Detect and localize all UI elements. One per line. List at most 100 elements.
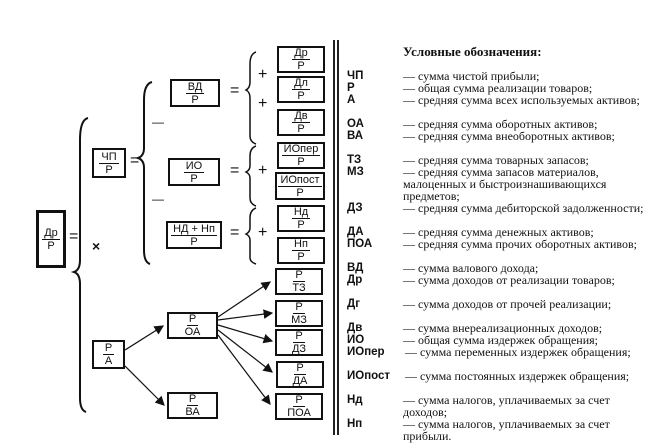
legend-desc: — общая сумма издержек обращения;: [403, 333, 598, 347]
multiply-sign: ×: [92, 238, 101, 254]
part-num: Р: [293, 269, 305, 282]
legend-title: Условные обозначения:: [403, 44, 542, 59]
part-den: ПОА: [287, 407, 311, 419]
legend-abbr: А: [347, 94, 356, 106]
ra-num: Р: [102, 342, 115, 355]
legend-desc: — средняя сумма внеоборотных активов;: [403, 129, 615, 143]
roa-den: ОА: [184, 326, 201, 338]
part-num: Дв: [292, 110, 310, 123]
cp-equals: =: [130, 152, 140, 169]
legend-desc: — средняя сумма всех используемых активо…: [403, 93, 640, 107]
part-den: Р: [297, 251, 305, 263]
part-den: ТЗ: [292, 282, 306, 294]
net-profit-ratio-box: ЧП Р: [92, 148, 126, 178]
legend-desc: — сумма валового дохода;: [403, 261, 539, 275]
legend-abbr: Др: [347, 274, 363, 286]
part-num: Др: [292, 47, 310, 60]
legend-abbr: Дв: [347, 322, 363, 334]
legend-desc: — сумма доходов от прочей реализации;: [403, 297, 612, 311]
legend-desc: — сумма внереализационных доходов;: [403, 321, 603, 335]
legend-desc: — средняя сумма оборотных активов;: [403, 117, 598, 131]
vd-part-box: Дв Р: [277, 109, 325, 136]
legend-desc: — средняя сумма товарных запасов;: [403, 153, 589, 167]
arrow-roa-poa: [217, 334, 271, 405]
plus-vd-1: +: [258, 66, 268, 83]
legend-desc: — средняя сумма запасов материалов, мало…: [403, 165, 607, 203]
assets-turnover-box: Р А: [92, 340, 125, 369]
part-den: Р: [296, 186, 304, 199]
legend-desc: — сумма переменных издержек обращения;: [405, 345, 631, 359]
legend-abbr: ДЗ: [347, 202, 363, 214]
io-den: Р: [190, 172, 198, 185]
legend-separator-right: [337, 40, 339, 435]
oa-part-box: Р МЗ: [275, 300, 323, 327]
arrow-roa-dz: [217, 324, 274, 344]
tax-num: НД + Нп: [171, 222, 217, 236]
legend-abbr: Р: [347, 82, 355, 94]
gross-income-ratio-box: ВД Р: [170, 79, 220, 107]
arrow-roa-da: [217, 329, 273, 373]
rva-den: ВА: [185, 406, 200, 418]
part-den: ДЗ: [291, 343, 307, 355]
oa-part-box: Р ДЗ: [275, 329, 323, 356]
legend-abbr: ИОпер: [347, 346, 385, 358]
legend-abbr: ИО: [347, 334, 365, 346]
ra-den: А: [104, 355, 113, 367]
legend-abbr: МЗ: [347, 166, 364, 178]
root-brace: [70, 117, 89, 413]
part-num: Р: [293, 394, 305, 407]
legend-desc: — сумма постоянных издержек обращения;: [405, 369, 630, 383]
legend-abbr: Дг: [347, 298, 360, 310]
noncurrent-assets-turnover-box: Р ВА: [167, 392, 218, 419]
current-assets-turnover-box: Р ОА: [167, 312, 218, 339]
oa-part-box: Р ТЗ: [275, 268, 323, 295]
legend-abbr: ИОпост: [347, 370, 391, 382]
root-num: Др: [42, 226, 60, 240]
tax-part-box: Нп Р: [277, 237, 325, 264]
arrow-roa-tz: [217, 281, 271, 318]
minus-sign-1: —: [152, 115, 164, 129]
root-den: Р: [47, 239, 55, 252]
part-num: ИОпер: [281, 143, 321, 156]
legend-abbr: ДА: [347, 226, 364, 238]
root-equals: =: [69, 228, 79, 245]
vd-brace: [244, 51, 257, 145]
legend-abbr: ОА: [347, 118, 364, 130]
legend-abbr: Нп: [347, 418, 363, 430]
roa-num: Р: [186, 313, 199, 326]
tax-part-box: Нд Р: [277, 205, 325, 232]
legend-abbr: ЧП: [347, 70, 364, 82]
arrow-ra-rva: [124, 365, 165, 406]
tax-brace: [244, 207, 257, 265]
legend-desc: — средняя сумма дебиторской задолженност…: [403, 201, 644, 215]
io-part-box: ИОпост Р: [275, 172, 325, 200]
tax-den: Р: [190, 235, 198, 248]
part-den: Р: [297, 156, 305, 168]
minus-sign-2: —: [152, 192, 164, 206]
legend-desc: — сумма чистой прибыли;: [403, 69, 540, 83]
legend-desc: — средняя сумма прочих оборотных активов…: [403, 237, 637, 251]
legend-abbr: ТЗ: [347, 154, 362, 166]
legend-desc: — средняя сумма денежных активов;: [403, 225, 594, 239]
io-num: ИО: [183, 159, 205, 173]
part-num: ИОпост: [278, 173, 322, 187]
legend-desc: — сумма налогов, уплачиваемых за счет пр…: [403, 417, 610, 443]
rva-num: Р: [186, 393, 199, 406]
arrow-roa-mz: [217, 309, 274, 321]
part-num: Нд: [291, 206, 311, 219]
part-num: Р: [293, 301, 305, 314]
legend-abbr: ВА: [347, 130, 364, 142]
legend-desc: — общая сумма реализации товаров;: [403, 81, 593, 95]
part-den: Р: [297, 90, 305, 102]
legend-abbr: ПОА: [347, 238, 373, 250]
io-brace: [244, 145, 257, 207]
plus-io: +: [258, 162, 268, 179]
part-num: Дл: [292, 77, 310, 90]
legend-abbr: Нд: [347, 394, 363, 406]
io-part-box: ИОпер Р: [277, 142, 325, 169]
legend-desc: — сумма налогов, уплачиваемых за счет до…: [403, 393, 610, 419]
tax-equals: =: [230, 224, 240, 241]
legend-abbr: ВД: [347, 262, 364, 274]
